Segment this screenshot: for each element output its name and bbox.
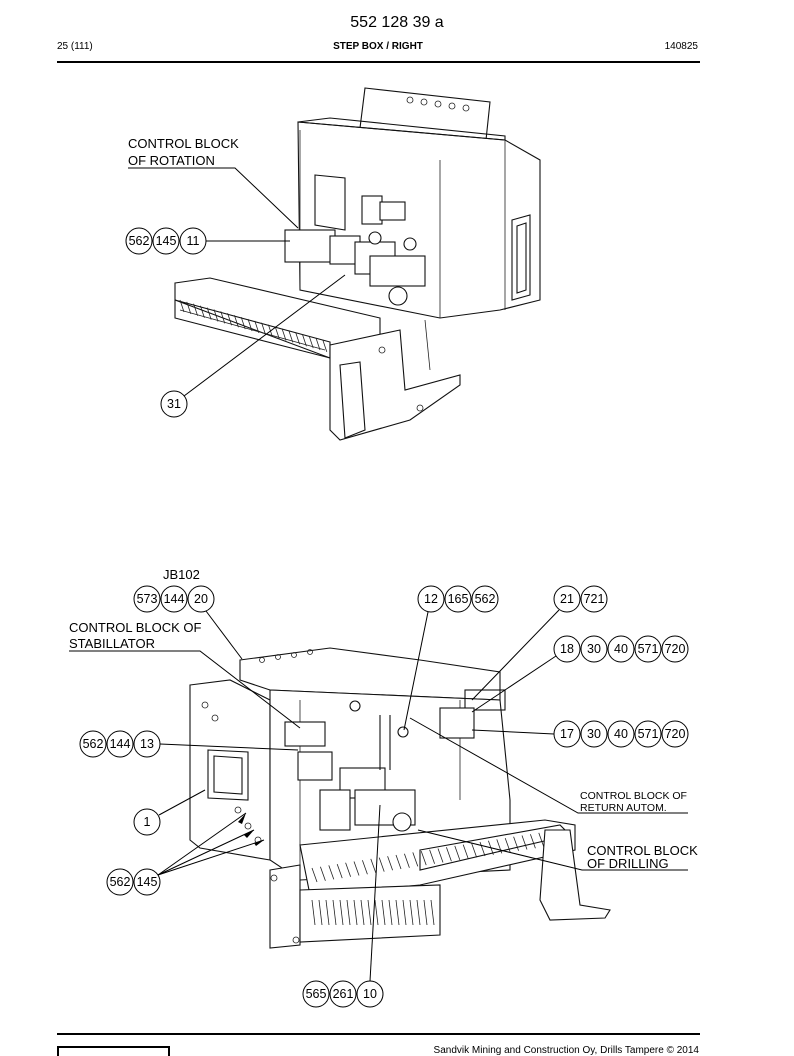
label-control-block-of-return: CONTROL BLOCK OF [580, 790, 687, 802]
callout-group-12-165-562: 12 165 562 [403, 585, 499, 731]
label-control-block-of: CONTROL BLOCK OF [69, 620, 201, 635]
footer-rule [57, 1033, 700, 1035]
callout-40: 40 [614, 642, 628, 656]
callout-145b: 145 [137, 875, 158, 889]
callout-group-21-721: 21 721 [471, 585, 608, 701]
label-jb102: JB102 [163, 567, 200, 582]
page-title: STEP BOX / RIGHT [333, 41, 423, 52]
callout-11: 11 [187, 234, 200, 248]
callout-group-31: 31 [160, 274, 346, 418]
drawing-code: 140825 [664, 41, 698, 52]
callout-30b: 30 [587, 727, 601, 741]
callout-145: 145 [156, 234, 177, 248]
label-of-rotation: OF ROTATION [128, 153, 215, 168]
callout-group-562-145-11: 562 145 11 [125, 227, 290, 255]
callout-group-565-261-10: 565 261 10 [302, 804, 384, 1008]
callout-571: 571 [638, 642, 659, 656]
callout-group-1: 1 [133, 789, 206, 836]
callout-144b: 144 [110, 737, 131, 751]
callout-group-562-144-13: 562 144 13 [79, 730, 299, 758]
callout-18: 18 [560, 642, 574, 656]
callout-565: 565 [306, 987, 327, 1001]
callout-13: 13 [140, 737, 154, 751]
callout-17: 17 [560, 727, 574, 741]
callout-562b: 562 [83, 737, 104, 751]
label-return-autom: RETURN AUTOM. [580, 802, 667, 814]
callout-571b: 571 [638, 727, 659, 741]
page-number: 25 (111) [57, 41, 93, 52]
callout-20: 20 [194, 592, 208, 606]
callout-group-573-144-20: 573 144 20 [133, 585, 243, 660]
label-stabillator: STABILLATOR [69, 636, 155, 651]
header-rule [57, 61, 700, 63]
callout-721: 721 [584, 592, 605, 606]
callout-40b: 40 [614, 727, 628, 741]
label-control-block-drilling: CONTROL BLOCK [587, 843, 698, 858]
callout-group-18-30-40-571-720: 18 30 40 571 720 [471, 635, 689, 713]
callout-144: 144 [164, 592, 185, 606]
callout-group-17-30-40-571-720: 17 30 40 571 720 [471, 720, 689, 748]
callout-720: 720 [665, 642, 686, 656]
callout-562: 562 [475, 592, 496, 606]
label-of-drilling: OF DRILLING [587, 856, 669, 871]
callout-30: 30 [587, 642, 601, 656]
callout-562c: 562 [110, 875, 131, 889]
callout-1: 1 [144, 815, 151, 829]
callout-573: 573 [137, 592, 158, 606]
callout-562: 562 [129, 234, 150, 248]
callout-31: 31 [167, 397, 181, 411]
callout-261: 261 [333, 987, 354, 1001]
bottom-step-box-drawing [189, 647, 611, 949]
sandvik-logo [57, 1046, 170, 1056]
callout-165: 165 [448, 592, 469, 606]
top-step-box-drawing [174, 87, 541, 441]
callout-group-562-145: 562 145 [106, 812, 265, 896]
callout-10: 10 [363, 987, 377, 1001]
callout-720b: 720 [665, 727, 686, 741]
callout-21: 21 [560, 592, 574, 606]
footer-copyright: Sandvik Mining and Construction Oy, Dril… [433, 1045, 699, 1056]
callout-12: 12 [424, 592, 438, 606]
document-number: 552 128 39 a [350, 14, 444, 31]
label-control-block-rotation: CONTROL BLOCK [128, 136, 239, 151]
